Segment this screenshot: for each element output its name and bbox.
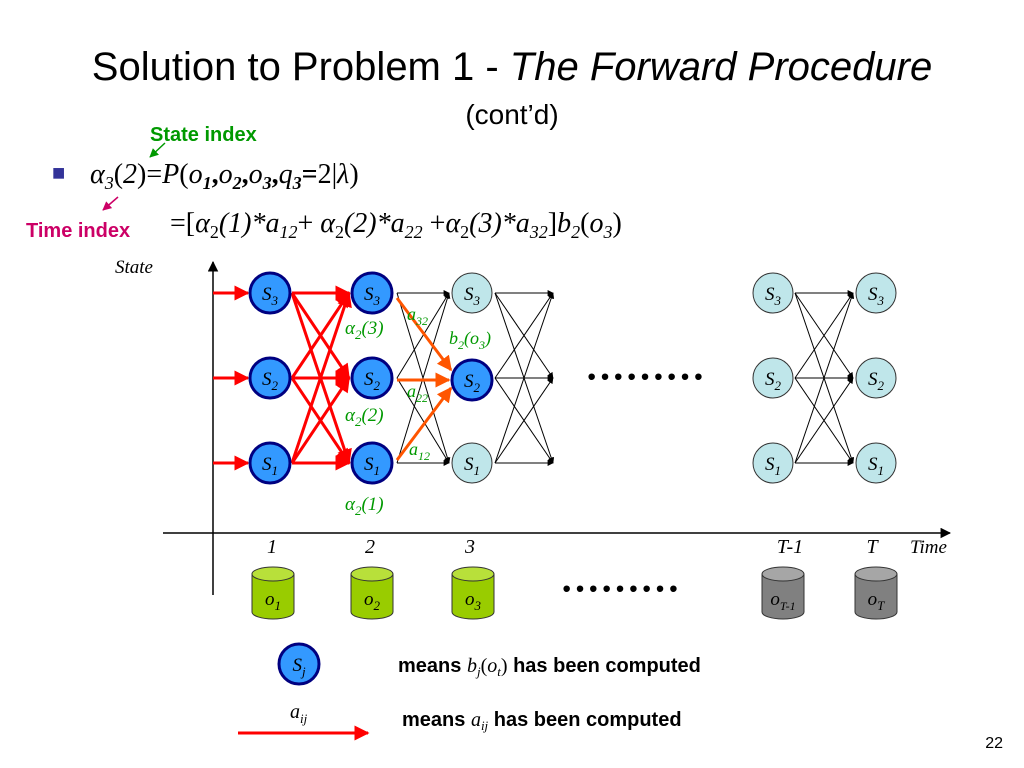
label-alpha2-2: α2(2): [345, 405, 384, 429]
observation-o1: o1: [251, 566, 295, 620]
svg-text:S2: S2: [868, 369, 885, 393]
node-t3-s1: S1: [451, 442, 493, 484]
node-t1-s3: S3: [248, 271, 292, 315]
node-t1-s2: S2: [248, 356, 292, 400]
x-axis-label: Time: [910, 537, 947, 558]
node-t1-s1: S1: [248, 441, 292, 485]
label-a32: a32: [407, 304, 428, 328]
legend-node-text: means bj(ot) has been computed: [398, 655, 701, 679]
node-t3-s2: S2: [450, 358, 494, 402]
time-tick-t-1: T-1: [777, 536, 803, 558]
node-t-s1: S1: [855, 442, 897, 484]
equation-alpha3: α3(2)=P(o1,o2,o3,q3=2|λ): [90, 159, 359, 193]
svg-text:S2: S2: [364, 369, 381, 393]
svg-text:o3: o3: [465, 589, 482, 613]
svg-text:S1: S1: [765, 454, 781, 478]
label-alpha2-3: α2(3): [345, 318, 384, 342]
legend-arrow-text: means aij has been computed: [402, 709, 682, 733]
label-a12: a12: [409, 439, 430, 463]
node-t3-s3: S3: [451, 272, 493, 314]
legend-arrow-label: aij: [290, 701, 308, 726]
time-tick-1: 1: [267, 536, 277, 558]
label-a22: a22: [407, 381, 428, 405]
time-tick-2: 2: [365, 536, 375, 558]
node-tm1-s1: S1: [752, 442, 794, 484]
time-tick-3: 3: [464, 536, 475, 558]
state-index-label: State index: [150, 124, 257, 146]
label-alpha2-1: α2(1): [345, 494, 384, 518]
svg-text:S3: S3: [765, 284, 782, 308]
node-t-s2: S2: [855, 357, 897, 399]
observation-ellipsis: ·········: [560, 566, 680, 611]
orange-transitions-into-s2: [395, 297, 453, 461]
svg-text:S2: S2: [464, 371, 481, 395]
observation-o-t-1: oT-1: [761, 566, 805, 620]
node-t2-s2: S2: [350, 356, 394, 400]
node-tm1-s3: S3: [752, 272, 794, 314]
svg-text:oT: oT: [868, 589, 886, 613]
equation-expansion: =[α2(1)*a12+ α2(2)*a22 +α2(3)*a32]b2(o3): [170, 208, 622, 242]
y-axis-label: State: [115, 257, 153, 278]
node-tm1-s2: S2: [752, 357, 794, 399]
bullet-icon: ■: [52, 160, 65, 185]
svg-text:S2: S2: [765, 369, 782, 393]
slide-title: Solution to Problem 1 - The Forward Proc…: [92, 45, 932, 89]
observation-o3: o3: [451, 566, 495, 620]
time-index-arrow: [102, 196, 119, 211]
node-t-s3: S3: [855, 272, 897, 314]
svg-text:S2: S2: [262, 369, 279, 393]
state-index-arrow: [149, 142, 166, 158]
svg-text:o1: o1: [265, 589, 281, 613]
svg-text:S3: S3: [262, 284, 279, 308]
svg-text:S1: S1: [364, 454, 380, 478]
label-b2-o3: b2(o3): [449, 328, 491, 352]
red-transitions-1-2: [290, 285, 352, 471]
svg-text:o2: o2: [364, 589, 381, 613]
page-number: 22: [985, 735, 1003, 752]
svg-text:S1: S1: [868, 454, 884, 478]
node-t2-s3: S3: [350, 271, 394, 315]
time-tick-t: T: [866, 536, 879, 558]
svg-text:S3: S3: [464, 284, 481, 308]
svg-text:Sj: Sj: [292, 655, 306, 679]
node-t2-s1: S1: [350, 441, 394, 485]
time-index-label: Time index: [26, 220, 130, 242]
state-ellipsis: ·········: [585, 354, 705, 399]
svg-text:S3: S3: [868, 284, 885, 308]
svg-text:S1: S1: [464, 454, 480, 478]
black-transitions-2-3: [396, 290, 451, 466]
svg-text:oT-1: oT-1: [770, 589, 795, 613]
observation-o2: o2: [350, 566, 394, 620]
black-transitions-3-4: [494, 290, 555, 466]
svg-text:S3: S3: [364, 284, 381, 308]
observation-o-t: oT: [854, 566, 898, 620]
black-transitions-t-1-t: [794, 290, 855, 466]
legend-node: Sj: [277, 642, 321, 686]
slide-title-cont: (cont’d): [465, 99, 558, 130]
svg-text:S1: S1: [262, 454, 278, 478]
